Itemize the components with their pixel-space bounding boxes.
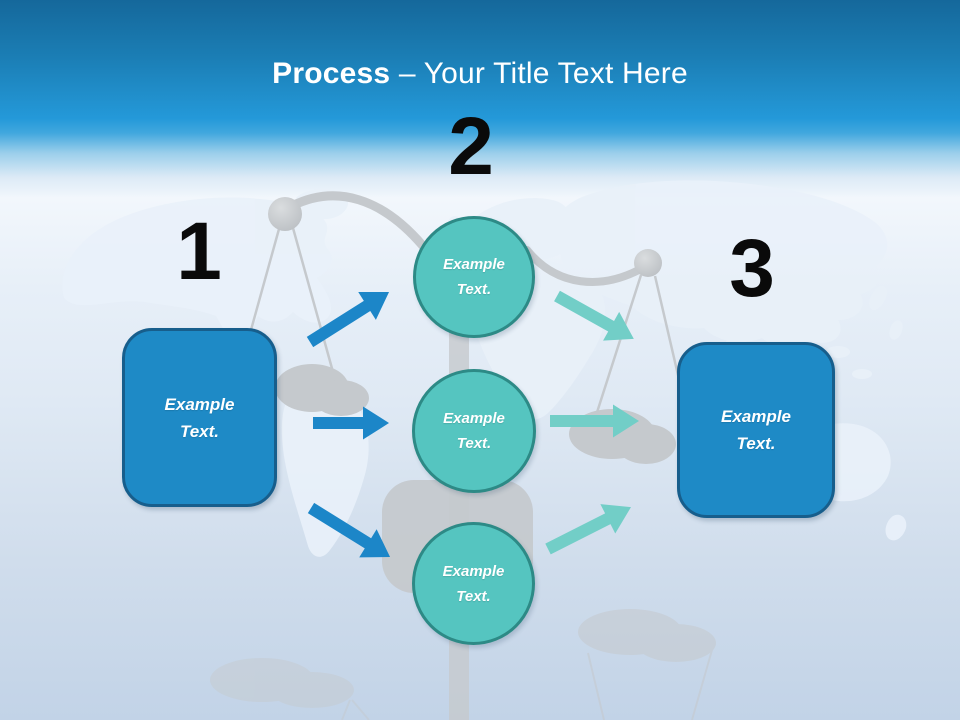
circle-bottom-line1: Example (442, 562, 505, 580)
circle-bottom-line2: Text. (456, 587, 491, 605)
arrow-blue-down-icon (307, 502, 391, 558)
blue-arrows (306, 291, 391, 558)
right-box-line1: Example (721, 407, 791, 426)
arrow-blue-mid-icon (313, 406, 389, 440)
step-number-2: 2 (448, 101, 494, 192)
circle-middle-line2: Text. (456, 435, 492, 452)
slide-title: Process – Your Title Text Here (0, 52, 960, 96)
table-silhouette-right-icon (578, 609, 716, 720)
step-number-1: 1 (176, 206, 222, 297)
circle-bottom-example: Example Text. (412, 522, 535, 645)
circle-top-line2: Text. (456, 281, 492, 298)
teal-arrows (545, 290, 639, 555)
arrow-teal-up-icon (545, 504, 632, 555)
world-map-icon (62, 180, 907, 557)
left-box-line2: Text. (179, 421, 220, 441)
slide-title-subtext: – Your Title Text Here (390, 57, 688, 90)
left-box-line1: Example (164, 394, 235, 414)
left-example-box: Example Text. (122, 328, 277, 507)
step-number-3: 3 (729, 223, 775, 314)
circle-top-example: Example Text. (413, 216, 535, 338)
circle-top-line1: Example (443, 256, 505, 273)
circle-middle-example: Example Text. (412, 369, 536, 493)
right-example-box: Example Text. (677, 342, 835, 518)
circle-middle-line1: Example (443, 410, 505, 427)
pendulum-node-left-icon (239, 191, 428, 416)
arrow-blue-up-icon (306, 291, 390, 348)
right-box-line2: Text. (736, 434, 776, 453)
arrow-teal-down-icon (554, 290, 634, 341)
slide-title-keyword: Process (272, 57, 391, 90)
table-silhouette-left-icon (210, 658, 370, 720)
arrow-teal-mid-icon (550, 404, 639, 438)
